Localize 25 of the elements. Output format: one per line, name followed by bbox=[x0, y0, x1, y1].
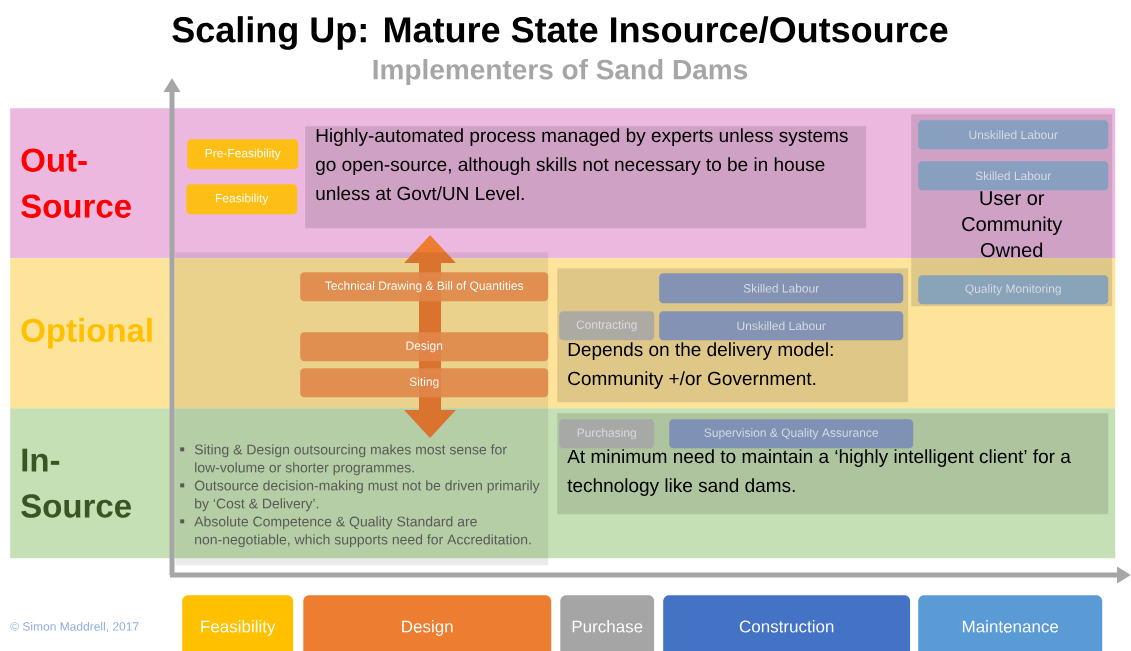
phase-box: Design bbox=[303, 595, 552, 651]
step-box: Supervision & Quality Assurance bbox=[669, 419, 914, 449]
phase-box: Construction bbox=[663, 595, 911, 651]
note-panel: Highly-automated process managed by experts unless systems go open-source, although skills not necessary to be in house unless at Govt/UN Level. bbox=[305, 126, 867, 229]
step-box: Unskilled Labour bbox=[918, 120, 1109, 150]
step-box: Technical Drawing & Bill of Quantities bbox=[300, 272, 549, 302]
step-box: Design bbox=[300, 332, 549, 362]
copyright-note: © Simon Maddrell, 2017 bbox=[10, 621, 139, 633]
bullet-item: Siting & Design outsourcing makes most sense for low-volume or shorter programmes. bbox=[180, 444, 507, 476]
step-box: Quality Monitoring bbox=[918, 275, 1109, 305]
step-box: Siting bbox=[300, 368, 549, 398]
step-box: Skilled Labour bbox=[918, 161, 1109, 191]
step-box: Skilled Labour bbox=[659, 273, 904, 304]
phase-box: Purchase bbox=[560, 595, 655, 651]
bullet-item: Absolute Competence & Quality Standard are non-negotiable, which supports need for Accreditation. bbox=[180, 516, 531, 548]
title: Scaling Up: Mature State Insource/Outsource bbox=[172, 16, 948, 50]
phase-box: Feasibility bbox=[182, 595, 294, 651]
phase-box: Maintenance bbox=[918, 595, 1103, 651]
step-box: Pre-Feasibility bbox=[187, 139, 299, 170]
step-box: Unskilled Labour bbox=[659, 311, 904, 341]
bullet-item: Outsource decision-making must not be driven primarily by ‘Cost & Delivery’. bbox=[180, 480, 540, 512]
step-box: Feasibility bbox=[186, 184, 298, 215]
step-box: Contracting bbox=[559, 311, 655, 341]
step-box: Purchasing bbox=[559, 419, 655, 449]
subtitle: Implementers of Sand Dams bbox=[373, 58, 748, 86]
